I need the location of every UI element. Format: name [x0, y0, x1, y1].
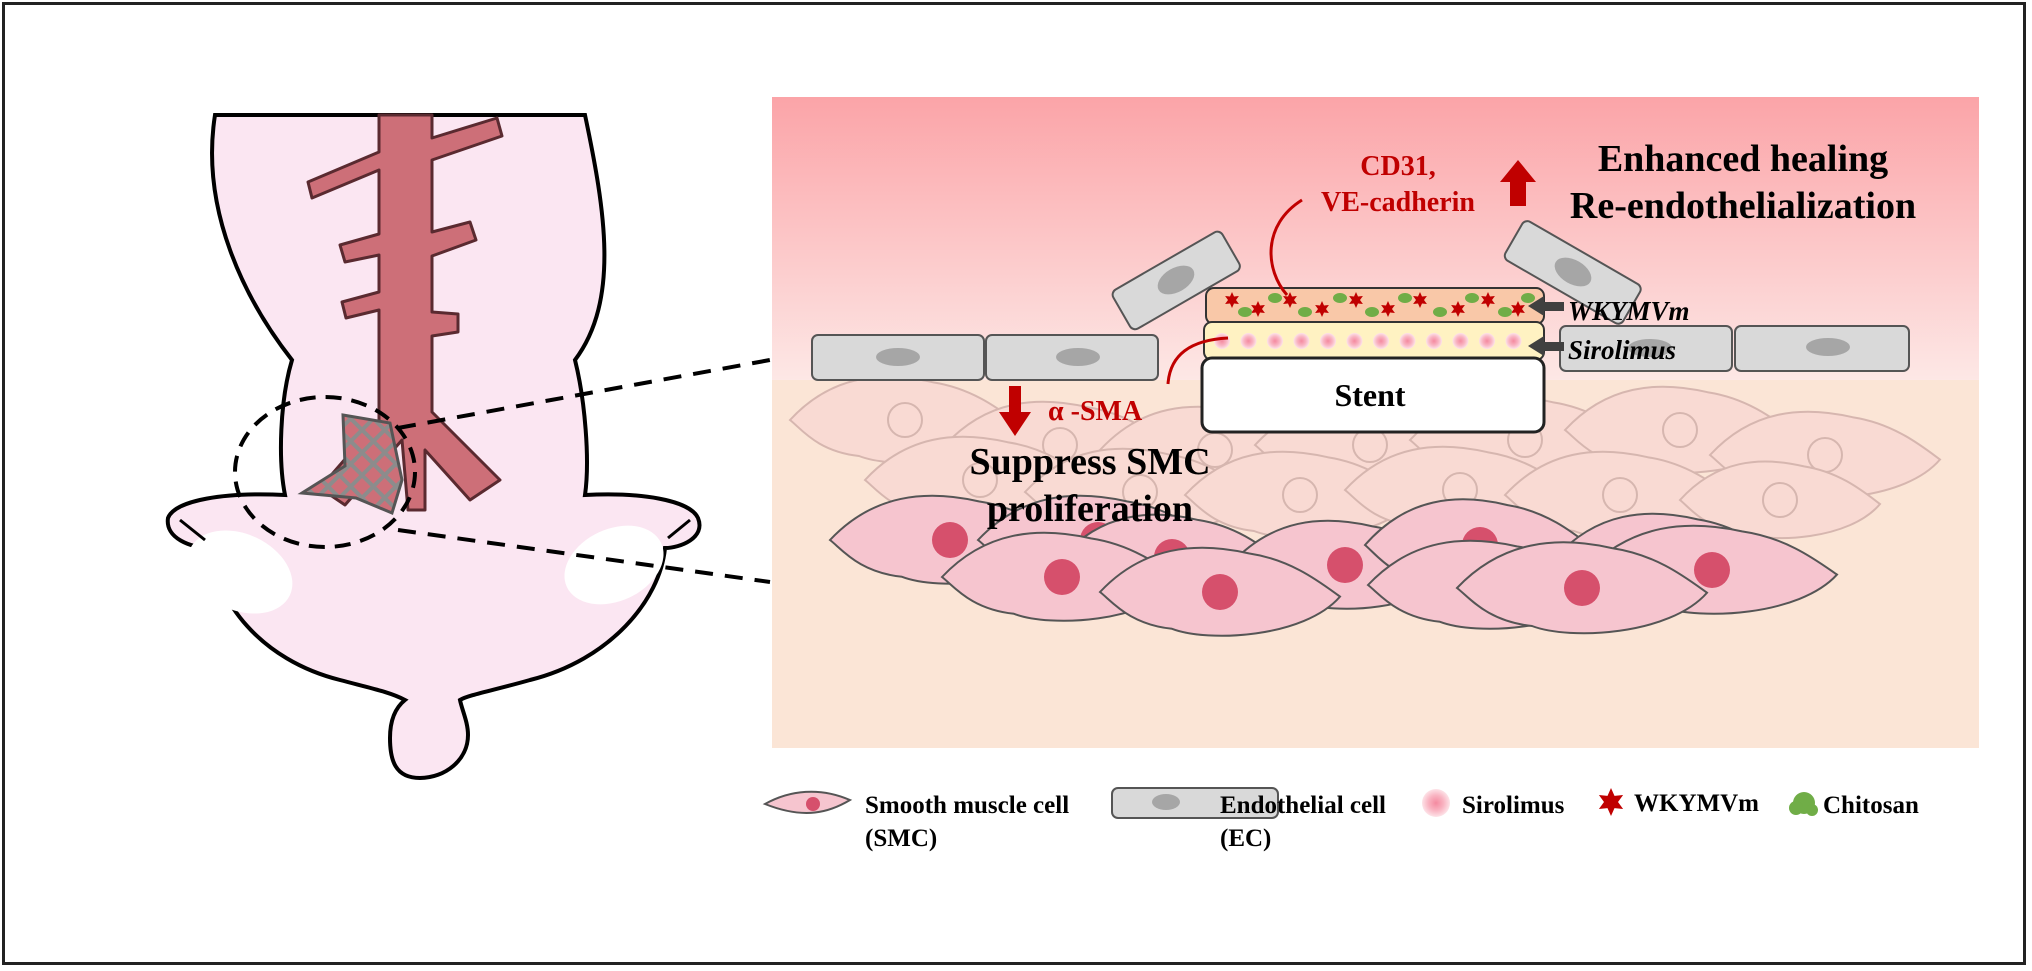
stent-zoom-circle [233, 395, 417, 549]
cd31-label: CD31, [1360, 151, 1435, 182]
endothelial-cell [1111, 230, 1241, 331]
legend-sirolimus-icon [1422, 789, 1450, 817]
endothelial-cell [811, 334, 985, 381]
sirolimus-particle [1214, 333, 1230, 349]
legend: Smooth muscle cell (SMC) Endothelial cel… [762, 787, 1919, 852]
smc-foreground-layer [828, 494, 1839, 637]
wkymvm-particle [1481, 292, 1495, 308]
wkymvm-particle [1451, 301, 1465, 317]
suppress-title-line1: Suppress SMC [969, 441, 1210, 483]
smc-cell [943, 400, 1177, 489]
ve-cadherin-label: VE-cadherin [1321, 187, 1475, 218]
stent-body [1200, 356, 1546, 434]
stent-mesh [297, 413, 404, 516]
wkymvm-particle [1315, 301, 1329, 317]
wkymvm-layer-label: WKYMVm [1568, 296, 1690, 326]
wkymvm-particle [1283, 292, 1297, 308]
sirolimus-particle [1240, 333, 1257, 349]
chitosan-particle [1238, 307, 1252, 317]
endothelial-cell [985, 334, 1159, 381]
wkymvm-particle [1349, 292, 1363, 308]
sirolimus-particle [1346, 333, 1363, 349]
legend-sirolimus-label: Sirolimus [1462, 792, 1565, 819]
sirolimus-particle [1293, 333, 1310, 349]
sirolimus-particle [1452, 333, 1469, 349]
left-ear-highlight [187, 530, 293, 614]
left-arrow-icon [1528, 336, 1564, 356]
right-ear-highlight [564, 525, 664, 605]
smc-cell [1455, 541, 1709, 635]
sirolimus-particle [1426, 333, 1442, 349]
alpha-sma-leader-line [1166, 336, 1229, 385]
legend-wkymvm-icon [1598, 788, 1624, 816]
sirolimus-particle [1320, 333, 1336, 349]
smc-cell [1183, 450, 1417, 539]
endothelial-cell [1503, 220, 1642, 325]
chitosan-particle [1365, 307, 1379, 317]
sirolimus-particle [1399, 333, 1416, 349]
legend-wkymvm-label: WKYMVm [1634, 790, 1759, 817]
chitosan-particle [1433, 307, 1447, 317]
legend-smc-abbr: (SMC) [865, 825, 937, 852]
sirolimus-particle [1267, 333, 1283, 349]
sirolimus-particle [1505, 333, 1522, 349]
down-arrow-icon [999, 386, 1031, 436]
left-arrow-icon [1528, 296, 1564, 316]
legend-ec-icon [1111, 787, 1279, 819]
endothelial-cell [1734, 325, 1910, 372]
wkymvm-particle [1225, 292, 1239, 308]
legend-ec-label: Endothelial cell [1220, 792, 1386, 819]
sirolimus-particle [1479, 333, 1495, 349]
healing-title-line1: Enhanced healing [1598, 138, 1888, 180]
smc-cell [1098, 546, 1342, 637]
chitosan-particle [1498, 307, 1512, 317]
wkymvm-particle [1511, 301, 1525, 317]
alpha-sma-label: α -SMA [1048, 396, 1143, 427]
smc-cell [1708, 410, 1942, 499]
legend-ec-abbr: (EC) [1220, 825, 1271, 852]
healing-title-line2: Re-endothelialization [1570, 185, 1916, 227]
suppress-title-line2: proliferation [987, 488, 1193, 530]
legend-smc-label: Smooth muscle cell [865, 792, 1069, 819]
up-arrow-icon [1500, 160, 1536, 206]
chitosan-particle [1398, 293, 1412, 303]
artery-tree [306, 113, 504, 512]
sirolimus-particle [1373, 333, 1389, 349]
wkymvm-particle [1413, 292, 1427, 308]
wkymvm-particle [1381, 301, 1395, 317]
stent-coating [1200, 287, 1546, 434]
endothelial-cell [1559, 325, 1733, 372]
smc-cell [1563, 385, 1797, 474]
chitosan-particle [1268, 293, 1282, 303]
sirolimus-layer-label: Sirolimus [1568, 335, 1676, 365]
zoom-line-bottom [397, 528, 771, 584]
chitosan-particle [1521, 293, 1535, 303]
wkymvm-particle [1251, 301, 1265, 317]
stent-label: Stent [1334, 377, 1405, 413]
chitosan-particle [1298, 307, 1312, 317]
legend-smc-icon [762, 790, 853, 814]
chitosan-particle [1333, 293, 1347, 303]
cd31-leader-line [1269, 198, 1303, 296]
chitosan-particle [1465, 293, 1479, 303]
legend-chitosan-label: Chitosan [1823, 792, 1919, 819]
legend-chitosan-icon [1789, 792, 1818, 816]
layer-particles [1214, 292, 1535, 349]
endothelial-cells [811, 220, 1910, 381]
zoom-line-top [397, 358, 771, 430]
